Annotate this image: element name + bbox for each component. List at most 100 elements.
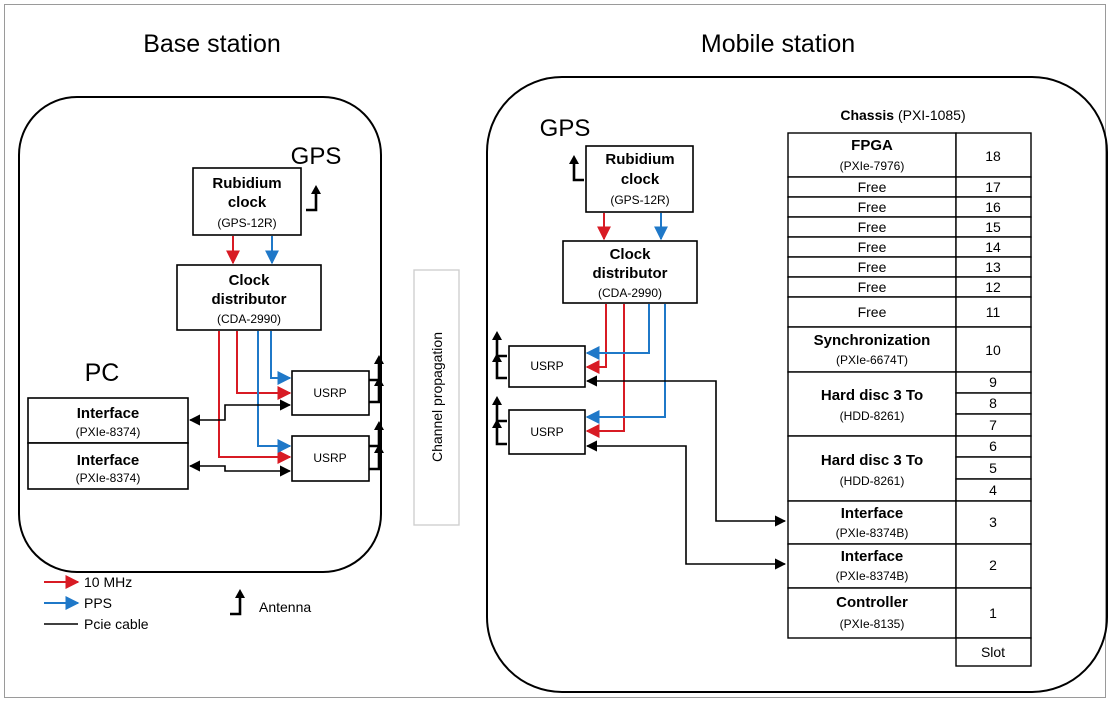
free-label: Free (858, 219, 887, 235)
base-clock-distributor: Clock distributor (CDA-2990) (176, 264, 322, 331)
base-interface-1-model: (PXIe-8374) (76, 425, 141, 439)
legend-pcie-label: Pcie cable (84, 616, 149, 632)
mobile-usrp-1-antenna-top-icon (490, 329, 509, 358)
base-interface-1-name: Interface (77, 405, 140, 422)
channel-propagation-box: Channel propagation (413, 269, 460, 526)
mobile-distributor-model: (CDA-2990) (598, 286, 662, 300)
base-gps-label: GPS (291, 143, 342, 170)
chassis-slot-header: Slot (955, 637, 1032, 667)
chassis-row-free: Free 15 (787, 216, 1032, 238)
free-label: Free (858, 279, 887, 295)
interface-2-model: (PXIe-8374B) (836, 569, 909, 583)
hdd-2-slot: 6 (989, 438, 997, 454)
free-slot: 12 (985, 279, 1001, 295)
mobile-rubidium-line2: clock (621, 171, 660, 188)
chassis-row-controller: Controller (PXIe-8135) 1 (787, 587, 1032, 639)
mobile-usrp-2-antenna-top-icon (490, 394, 509, 423)
hdd-2-name: Hard disc 3 To (821, 452, 923, 469)
hdd-1-slot: 7 (989, 417, 997, 433)
base-distributor-model: (CDA-2990) (217, 312, 281, 326)
mobile-station-title: Mobile station (701, 30, 855, 58)
mobile-gps-antenna-icon (567, 153, 586, 182)
mobile-usrp-1: USRP (508, 345, 586, 388)
legend-10mhz-label: 10 MHz (84, 574, 132, 590)
mobile-usrp-2-antenna-bottom-icon (490, 417, 509, 446)
mobile-station-enclosure (486, 76, 1108, 693)
hdd-2-slot: 4 (989, 482, 997, 498)
free-slot: 15 (985, 219, 1001, 235)
base-gps-antenna-icon (304, 183, 323, 212)
free-label: Free (858, 259, 887, 275)
slot-header-label: Slot (981, 644, 1005, 660)
interface-3-name: Interface (841, 505, 904, 522)
base-interface-2-name: Interface (77, 452, 140, 469)
base-pps-to-usrp-1 (270, 331, 292, 385)
figure-frame (4, 4, 1106, 698)
mobile-rubidium-clock: Rubidium clock (GPS-12R) (585, 145, 694, 213)
chassis-row-free: Free 12 (787, 276, 1032, 298)
base-rubidium-model: (GPS-12R) (217, 216, 276, 230)
mobile-usrp-2: USRP (508, 409, 586, 455)
free-slot: 17 (985, 179, 1001, 195)
fpga-model: (PXIe-7976) (840, 159, 905, 173)
mobile-usrp-2-label: USRP (530, 425, 563, 439)
channel-propagation-label: Channel propagation (429, 332, 445, 462)
base-rubidium-line1: Rubidium (212, 175, 281, 192)
sync-name: Synchronization (814, 332, 931, 349)
base-rubidium-line2: clock (228, 194, 267, 211)
chassis-row-free: Free 14 (787, 236, 1032, 258)
chassis-table: FPGA (PXIe-7976) 18 Free 17 Free 16 Free… (787, 132, 1032, 667)
mobile-distributor-line1: Clock (610, 246, 652, 263)
interface-2-slot: 2 (989, 557, 997, 573)
base-interface-2: Interface (PXIe-8374) (27, 442, 189, 490)
chassis-row-hdd-2: Hard disc 3 To (HDD-8261) 6 5 4 (787, 435, 1032, 502)
chassis-row-interface-2: Interface (PXIe-8374B) 2 (787, 543, 1032, 589)
chassis-row-free: Free 16 (787, 196, 1032, 218)
base-distributor-line2: distributor (212, 291, 287, 308)
base-usrp-2: USRP (291, 435, 370, 482)
free-label: Free (858, 304, 887, 320)
chassis-row-hdd-1: Hard disc 3 To (HDD-8261) 9 8 7 (787, 371, 1032, 437)
interface-3-slot: 3 (989, 514, 997, 530)
free-slot: 11 (986, 304, 1001, 320)
base-pcie-cable-2 (188, 460, 292, 477)
sync-model: (PXIe-6674T) (836, 353, 908, 367)
base-interface-1: Interface (PXIe-8374) (27, 397, 189, 444)
interface-2-name: Interface (841, 548, 904, 565)
base-usrp-1: USRP (291, 370, 370, 416)
hdd-2-model: (HDD-8261) (840, 474, 905, 488)
mobile-pcie-cable-2 (585, 440, 787, 570)
chassis-title-model: (PXI-1085) (898, 107, 966, 123)
base-pps-to-usrp-2 (257, 331, 292, 453)
mobile-10mhz-to-usrp-1 (585, 304, 607, 374)
hdd-1-name: Hard disc 3 To (821, 387, 923, 404)
mobile-usrp-1-label: USRP (530, 359, 563, 373)
chassis-title-name: Chassis (840, 107, 894, 123)
legend-antenna-label: Antenna (259, 599, 311, 615)
base-interface-2-model: (PXIe-8374) (76, 471, 141, 485)
hdd-2-slot: 5 (989, 460, 997, 476)
fpga-slot: 18 (985, 148, 1001, 164)
base-rubidium-clock: Rubidium clock (GPS-12R) (192, 167, 302, 236)
controller-model: (PXIe-8135) (840, 617, 905, 631)
free-label: Free (858, 199, 887, 215)
free-slot: 16 (985, 199, 1001, 215)
mobile-rubidium-model: (GPS-12R) (610, 193, 669, 207)
hdd-1-model: (HDD-8261) (840, 409, 905, 423)
mobile-distributor-line2: distributor (593, 265, 668, 282)
free-label: Free (858, 179, 887, 195)
pc-label: PC (85, 359, 120, 387)
mobile-rubidium-line1: Rubidium (605, 151, 674, 168)
free-slot: 13 (985, 259, 1001, 275)
interface-3-model: (PXIe-8374B) (836, 526, 909, 540)
base-usrp-1-label: USRP (313, 386, 346, 400)
hdd-1-slot: 8 (989, 395, 997, 411)
legend-antenna-icon (228, 587, 247, 616)
chassis-row-free: Free 11 (787, 296, 1032, 328)
base-station-title: Base station (143, 30, 281, 58)
base-distributor-line1: Clock (229, 272, 271, 289)
hdd-1-slot: 9 (989, 374, 997, 390)
chassis-title: Chassis (PXI-1085) (840, 107, 965, 123)
chassis-row-free: Free 17 (787, 176, 1032, 198)
chassis-row-sync: Synchronization (PXIe-6674T) 10 (787, 326, 1032, 373)
